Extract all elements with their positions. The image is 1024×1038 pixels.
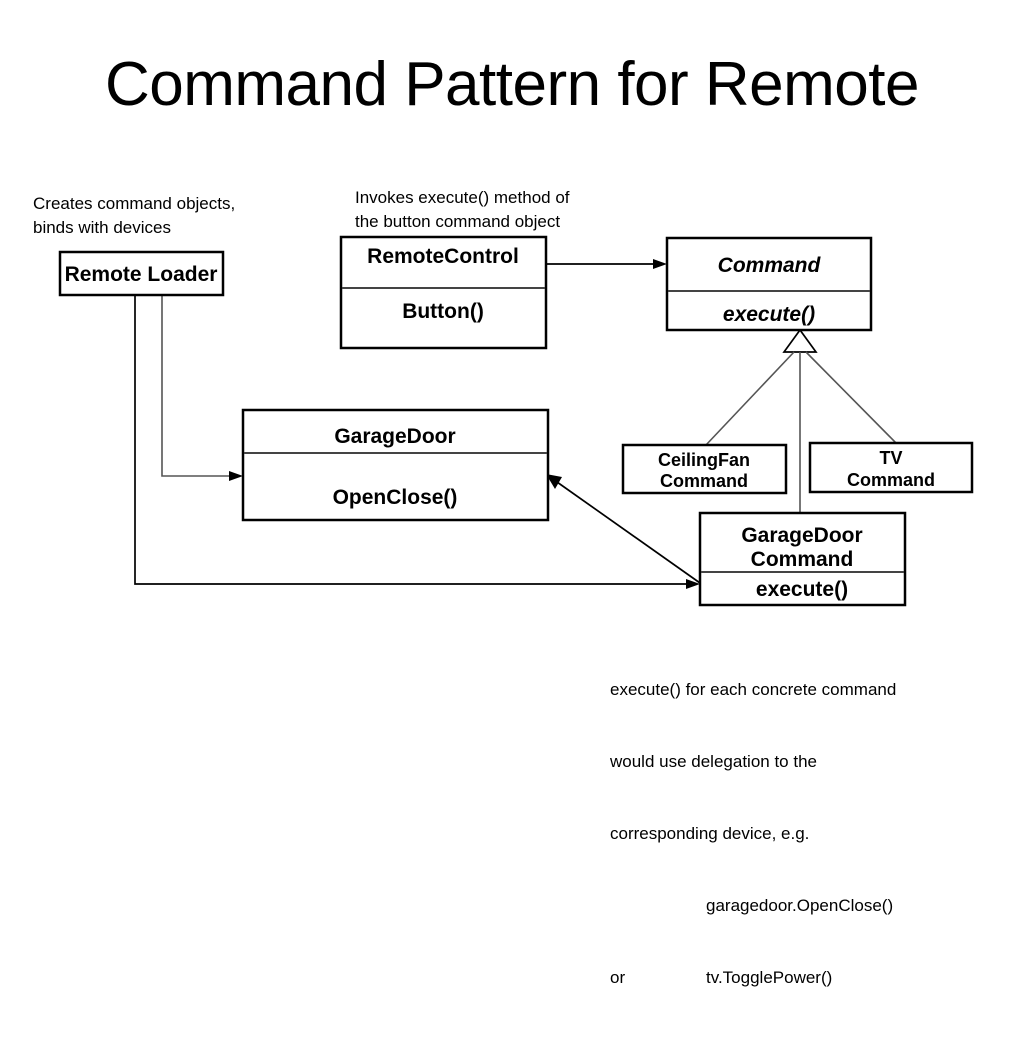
uml-diagram: Remote Loader RemoteControl Button() Com… (58, 235, 974, 607)
note-delegation-line-5: or tv.TogglePower() (610, 966, 896, 990)
note-delegation-example-2: tv.TogglePower() (706, 968, 833, 987)
connector-remoteloader-to-garagedoorcommand (134, 295, 700, 589)
note-delegation-line-3: corresponding device, e.g. (610, 824, 810, 843)
connector-remoteloader-to-garagedoor (161, 295, 243, 481)
generalization-triangle-command (782, 328, 818, 353)
class-operation-openclose: OpenClose() (333, 486, 458, 509)
connector-remotecontrol-to-command (546, 259, 667, 269)
class-box-garage-door-command[interactable]: GarageDoor Command execute() (698, 511, 907, 607)
note-delegation-line-4: garagedoor.OpenClose() (610, 894, 896, 918)
class-name-garage-door-command-line1: GarageDoor (741, 524, 862, 547)
connector-garagedoorcommand-to-garagedoor (546, 474, 701, 584)
class-name-garage-door-command-line2: Command (751, 548, 854, 571)
class-name-ceiling-fan-command-line1: CeilingFan (658, 450, 750, 470)
class-box-command[interactable]: Command execute() (665, 236, 873, 332)
connector-ceilingfancommand-to-command (705, 351, 795, 446)
note-delegation-example-1: garagedoor.OpenClose() (706, 896, 894, 915)
class-name-ceiling-fan-command-line2: Command (660, 471, 748, 491)
class-box-tv-command[interactable]: TV Command (808, 441, 974, 494)
class-operation-execute: execute() (723, 303, 815, 326)
class-name-tv-command-line1: TV (879, 448, 902, 468)
class-operation-garage-door-command-execute: execute() (756, 578, 848, 601)
class-box-garage-door[interactable]: GarageDoor OpenClose() (241, 408, 550, 522)
note-delegation-line-1: execute() for each concrete command (610, 680, 897, 699)
page-title: Command Pattern for Remote (104, 50, 920, 119)
note-delegation-or: or (610, 968, 626, 987)
connector-tvcommand-to-command (805, 351, 897, 444)
class-box-remote-control[interactable]: RemoteControl Button() (339, 235, 548, 350)
class-box-ceiling-fan-command[interactable]: CeilingFan Command (621, 443, 788, 495)
note-invokes-execute: Invokes execute() method of the button c… (355, 188, 570, 231)
class-name-remote-control: RemoteControl (367, 245, 519, 268)
class-operation-button: Button() (402, 300, 484, 323)
slide-canvas: Command Pattern for Remote Creates comma… (33, 50, 974, 987)
class-box-remote-loader[interactable]: Remote Loader (58, 250, 225, 297)
class-name-remote-loader: Remote Loader (65, 263, 218, 286)
class-name-tv-command-line2: Command (847, 470, 935, 490)
note-creates-command-objects: Creates command objects, binds with devi… (33, 194, 236, 237)
class-name-command: Command (718, 254, 822, 277)
note-delegation-line-2: would use delegation to the (610, 752, 817, 771)
class-name-garage-door: GarageDoor (334, 425, 455, 448)
